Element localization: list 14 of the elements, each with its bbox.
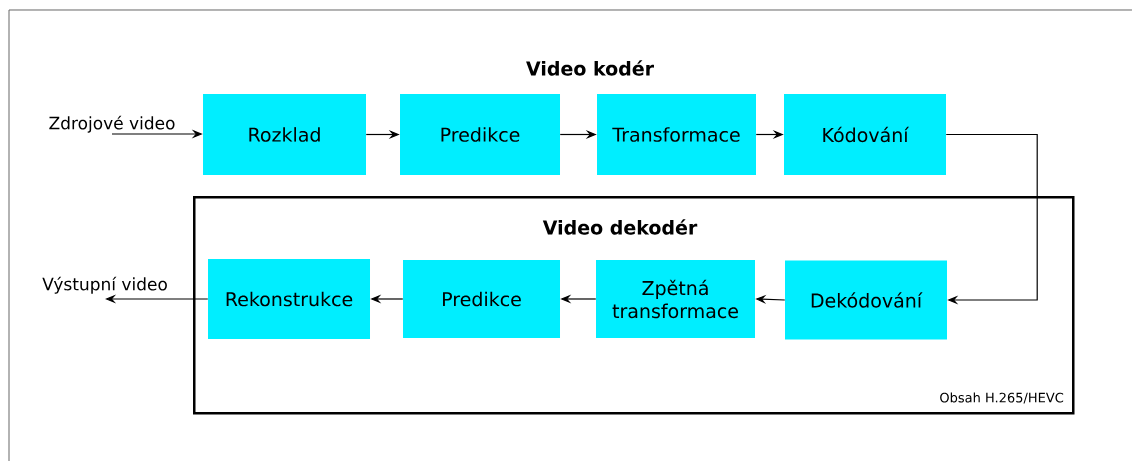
process-box: Transformace: [597, 94, 756, 175]
io-label: Zdrojové video: [49, 115, 175, 133]
io-label: Výstupní video: [42, 276, 167, 294]
process-box: Rozklad: [203, 94, 366, 175]
process-box: Kódování: [784, 94, 946, 175]
process-box: Dekódování: [785, 260, 947, 340]
section-heading: Video kodér: [526, 60, 654, 76]
process-box: Predikce: [403, 260, 560, 338]
process-box: Predikce: [400, 94, 560, 175]
frame-heading: Video dekodér: [542, 219, 698, 235]
arrow: [945, 133, 1038, 305]
content-note: Obsah H.265/HEVC: [940, 392, 1064, 404]
process-box: Zpětná transformace: [596, 260, 755, 338]
process-box: Rekonstrukce: [208, 259, 370, 339]
